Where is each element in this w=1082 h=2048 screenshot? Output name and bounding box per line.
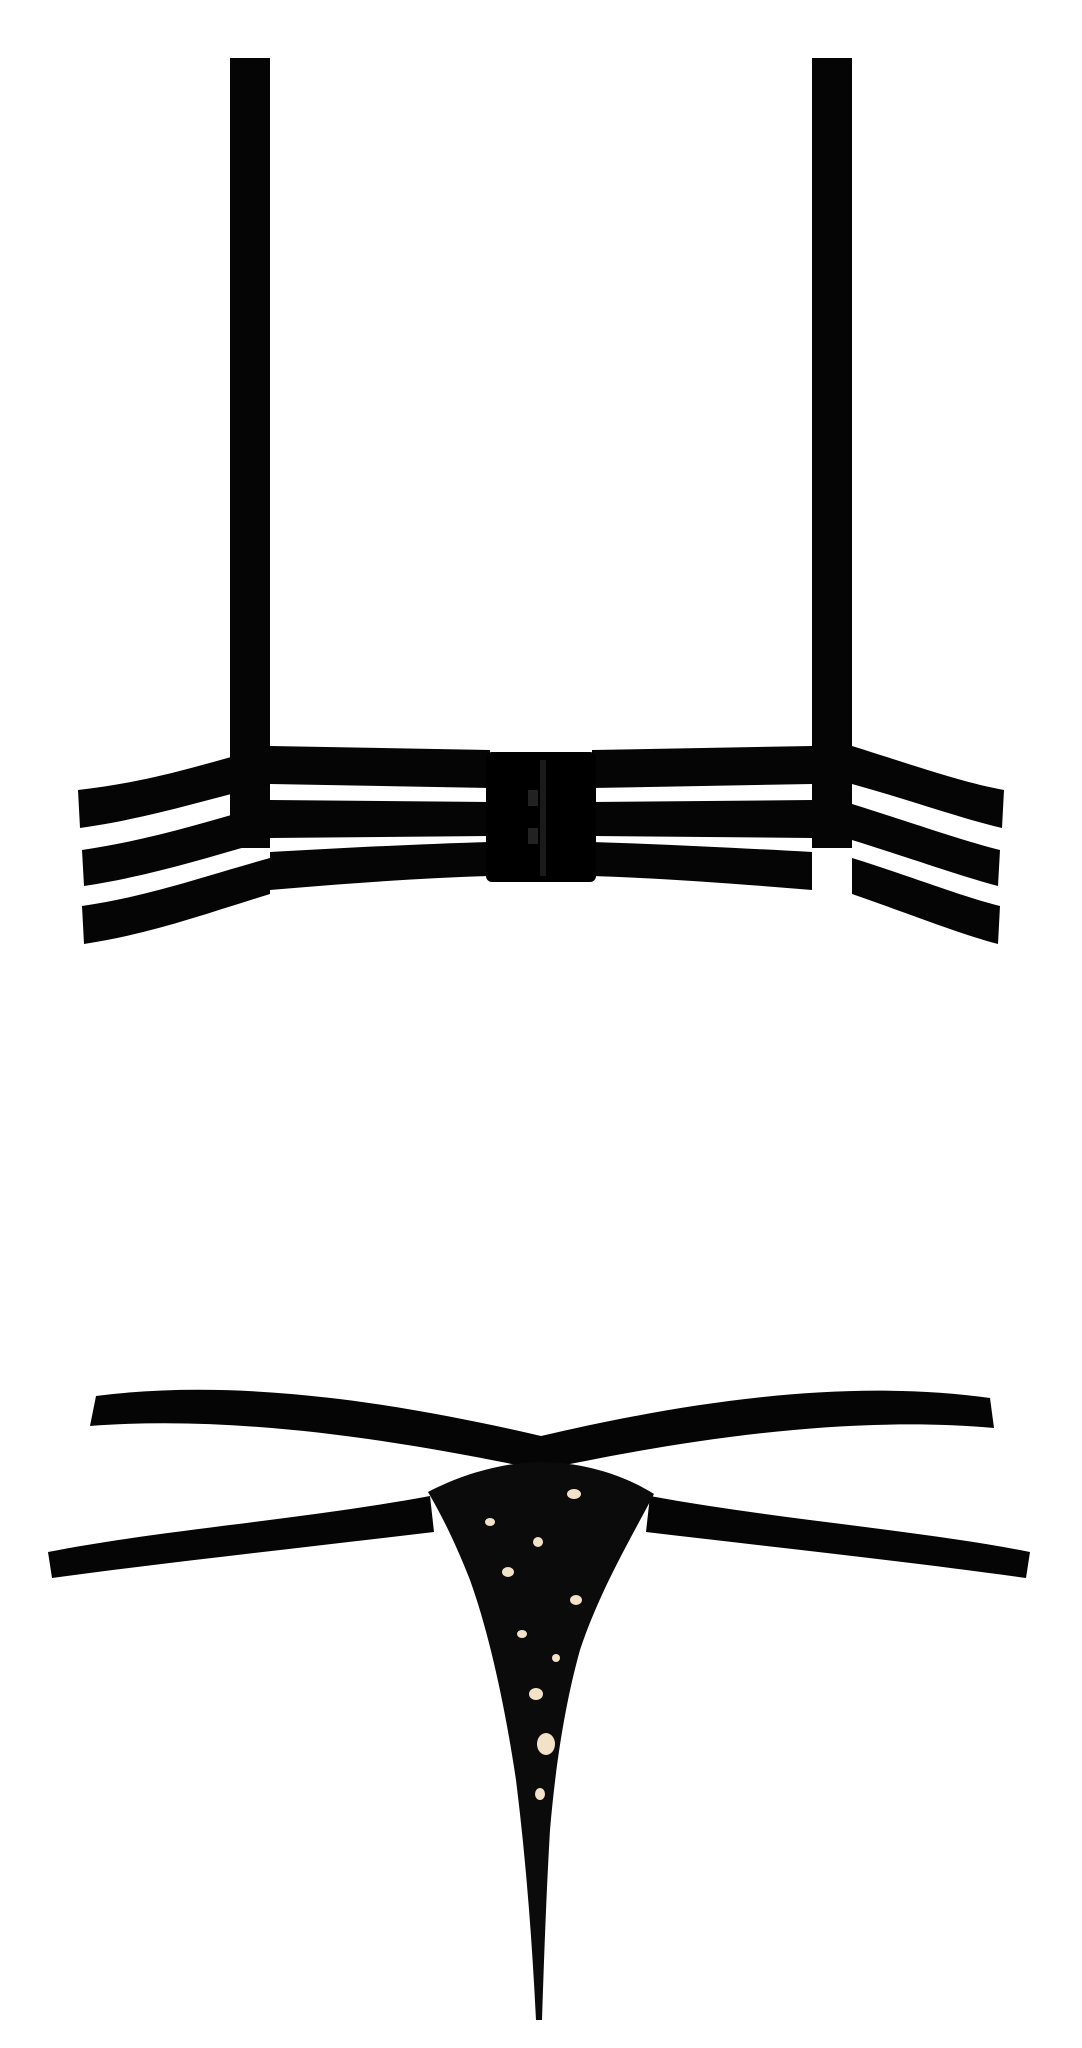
upper-waist-strap [90,1389,994,1470]
sheer-highlight [537,1733,555,1755]
sheer-highlight [533,1537,543,1547]
sheer-highlight [570,1595,582,1605]
strappy-bralette [78,58,1004,944]
hook-eye-2 [528,828,538,844]
center-band-middle-right [592,800,812,838]
center-band-middle [270,800,490,838]
sheer-highlight [567,1489,581,1499]
center-band-bottom [270,842,490,890]
sheer-highlight [517,1630,527,1638]
center-band-top [270,746,490,788]
hook-eye-1 [528,790,538,806]
center-band-bottom-right [592,842,812,890]
sheer-highlight [535,1788,545,1800]
hook-closure-edge [540,760,546,876]
left-band-top [78,746,270,828]
sheer-highlight [502,1567,514,1577]
sheer-highlight [529,1688,543,1700]
left-band-middle [82,804,270,886]
right-shoulder-strap [812,58,852,848]
left-shoulder-strap [230,58,270,848]
left-band-bottom [82,858,270,944]
lower-waist-strap-right [646,1496,1030,1578]
right-band-middle [852,804,1000,886]
sheer-highlight [552,1654,560,1662]
right-band-bottom [852,858,1000,944]
right-band-top [852,746,1004,828]
lower-waist-strap [48,1496,434,1578]
strappy-thong [48,1389,1030,2020]
center-band-top-right [592,746,812,788]
sheer-highlight [485,1518,495,1526]
